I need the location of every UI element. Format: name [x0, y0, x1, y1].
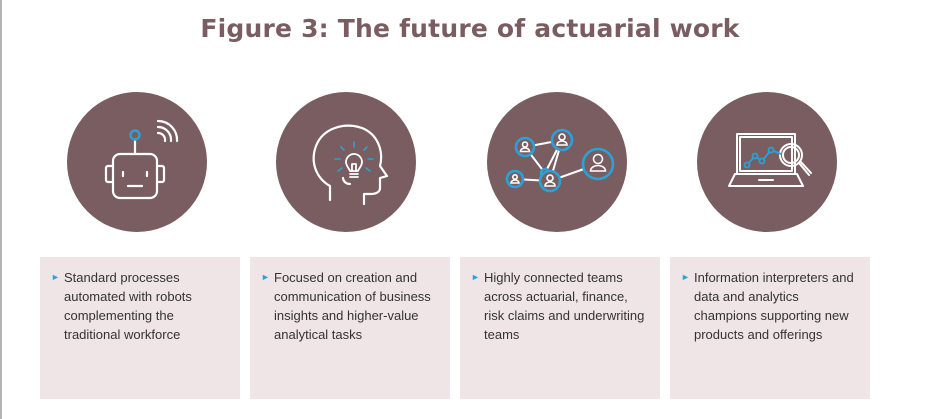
laptop-analytics-icon	[728, 133, 812, 187]
laptop-description: Information interpreters and data and an…	[694, 270, 854, 342]
head-panel: ► Focused on creation and communication …	[250, 257, 450, 399]
network-description: Highly connected teams across actuarial,…	[484, 270, 645, 342]
network-circle	[487, 92, 627, 232]
head-lightbulb-icon	[312, 124, 389, 206]
laptop-panel: ► Information interpreters and data and …	[670, 257, 870, 399]
robot-panel: ► Standard processes automated with robo…	[40, 257, 240, 399]
robot-circle	[67, 92, 207, 232]
arrow-bullet-icon: ►	[51, 272, 60, 282]
figure-title: Figure 3: The future of actuarial work	[200, 14, 740, 43]
arrow-bullet-icon: ►	[261, 272, 270, 282]
head-circle	[276, 92, 416, 232]
network-bullet-row: ► Highly connected teams across actuaria…	[471, 268, 646, 344]
head-bullet-row: ► Focused on creation and communication …	[261, 268, 436, 344]
left-border-line	[0, 0, 2, 419]
robot-bullet-row: ► Standard processes automated with robo…	[51, 268, 226, 344]
connected-people-icon	[505, 128, 615, 193]
arrow-bullet-icon: ►	[471, 272, 480, 282]
head-description: Focused on creation and communication of…	[274, 270, 431, 342]
robot-icon	[104, 119, 179, 200]
laptop-bullet-row: ► Information interpreters and data and …	[681, 268, 856, 344]
laptop-circle	[697, 92, 837, 232]
arrow-bullet-icon: ►	[681, 272, 690, 282]
network-panel: ► Highly connected teams across actuaria…	[460, 257, 660, 399]
robot-description: Standard processes automated with robots…	[64, 270, 192, 342]
